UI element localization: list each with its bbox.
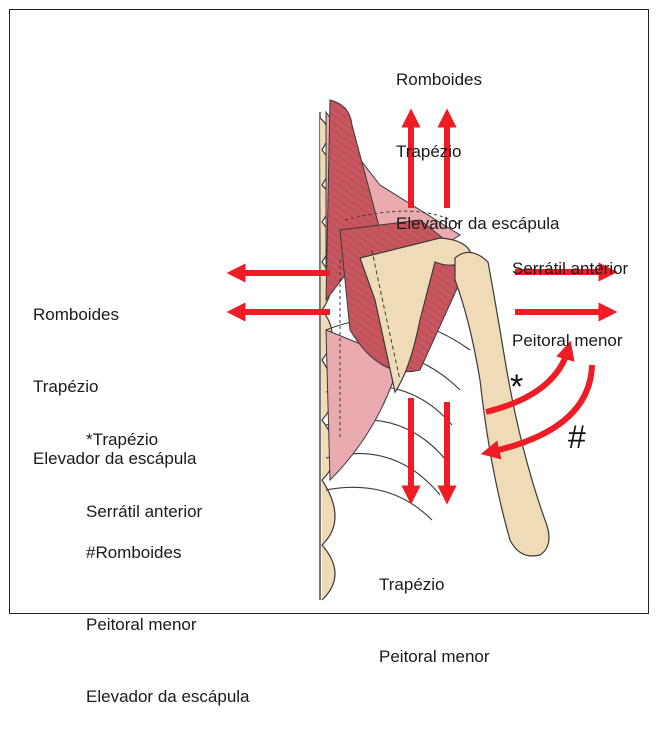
label-hash-line: Peitoral menor: [86, 613, 250, 637]
label-right-line: Peitoral menor: [512, 329, 628, 353]
label-left-line: Romboides: [33, 303, 197, 327]
label-star-line: *Trapézio: [86, 428, 202, 452]
label-bottom-group: Trapézio Peitoral menor: [379, 525, 490, 693]
hash-symbol: #: [568, 420, 586, 454]
label-right-group: Serrátil anterior Peitoral menor: [512, 209, 628, 377]
label-top-line: Trapézio: [396, 140, 560, 164]
star-symbol: *: [510, 370, 523, 404]
leftward-arrows: [236, 273, 330, 312]
label-hash-group: #Romboides Peitoral menor Elevador da es…: [86, 493, 250, 733]
label-right-line: Serrátil anterior: [512, 257, 628, 281]
downward-arrows: [411, 398, 447, 495]
label-hash-line: Elevador da escápula: [86, 685, 250, 709]
label-hash-line: #Romboides: [86, 541, 250, 565]
label-bottom-line: Trapézio: [379, 573, 490, 597]
label-bottom-line: Peitoral menor: [379, 645, 490, 669]
label-top-line: Romboides: [396, 68, 560, 92]
